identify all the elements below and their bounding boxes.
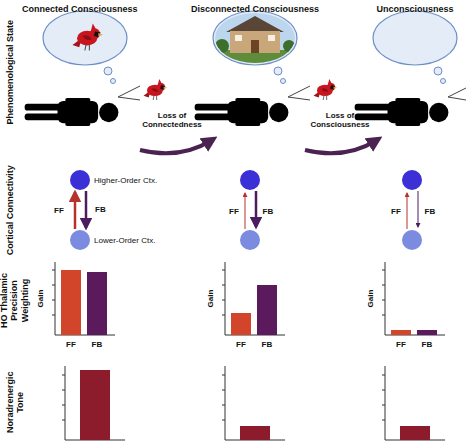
axis-tick-label: FB — [262, 340, 273, 349]
connectivity-arrow — [245, 191, 418, 229]
gain-chart — [222, 262, 285, 335]
row-label: Cortical Connectivity — [5, 165, 15, 255]
connectivity-arrow — [85, 191, 88, 228]
gain-chart — [382, 262, 445, 335]
cortex-circle — [402, 230, 422, 250]
thought-bubble — [251, 40, 259, 53]
tone-chart — [62, 366, 125, 440]
thought-bubble — [226, 16, 284, 32]
tone-chart — [382, 366, 445, 440]
thought-bubble — [373, 11, 457, 84]
cortex-circle — [402, 170, 422, 190]
cortex-label: Lower-Order Ctx. — [94, 236, 155, 245]
gaze-wedge — [118, 86, 466, 100]
axis-tick-label: FB — [92, 340, 103, 349]
person-silhouette — [25, 98, 119, 126]
cortex-circle — [240, 170, 422, 250]
gain-chart — [52, 262, 115, 335]
gain-chart — [382, 262, 445, 335]
arrow-label: FF — [229, 207, 239, 216]
column-title: Unconsciousness — [377, 4, 454, 14]
gaze-wedge — [118, 86, 140, 100]
gain-chart — [391, 330, 411, 335]
cortex-circle — [240, 170, 260, 190]
arrow-label: FB — [425, 207, 436, 216]
axis-tick-label: FB — [422, 340, 433, 349]
thought-bubble — [213, 12, 297, 66]
axis-tick-label: FF — [236, 340, 246, 349]
cardinal-bird — [144, 79, 338, 100]
row-label: HO Thalamic Precision Weighting — [0, 260, 31, 340]
thought-bubble — [281, 79, 286, 84]
thought-bubble — [213, 11, 297, 84]
arrow-label: FB — [263, 207, 274, 216]
axis-label: Gain — [36, 289, 45, 307]
transition-arrow — [305, 140, 377, 153]
connectivity-arrow — [418, 191, 419, 227]
row-label: Noradrenergic Tone — [5, 369, 26, 435]
thought-bubble — [373, 11, 457, 65]
person-silhouette — [25, 98, 449, 126]
gain-chart — [61, 270, 81, 335]
arrow-label: FF — [391, 207, 401, 216]
thought-bubble — [274, 67, 282, 75]
axis-tick-label: FF — [66, 340, 76, 349]
tone-chart — [62, 366, 125, 440]
higher-cortex-circle: Higher-Order Ctx. — [70, 170, 90, 190]
axis-tick-label: FF — [396, 340, 406, 349]
thought-bubble — [104, 67, 112, 75]
transition-label: Loss of Consciousness — [308, 111, 372, 129]
column-title: Disconnected Consciousness — [191, 4, 319, 14]
thought-bubble — [43, 11, 127, 65]
tone-chart — [222, 366, 285, 440]
tone-chart — [222, 366, 285, 440]
connectivity-arrow — [255, 191, 258, 227]
transition-label: Loss of Connectedness — [140, 111, 204, 129]
tone-chart — [80, 370, 110, 440]
thought-bubble — [73, 24, 103, 51]
thought-bubble — [268, 35, 275, 41]
thought-bubble — [441, 79, 446, 84]
connectivity-arrow — [245, 193, 246, 229]
tone-chart — [400, 426, 430, 440]
thought-bubble — [230, 31, 280, 53]
connectivity-arrow — [74, 192, 77, 229]
gaze-wedge — [288, 86, 310, 100]
thought-bubble — [213, 11, 297, 65]
axis-label: Gain — [206, 289, 215, 307]
gain-chart — [222, 262, 285, 335]
thought-bubble — [43, 11, 127, 84]
connectivity-arrow — [407, 193, 408, 229]
gain-chart — [87, 272, 107, 335]
thought-bubble — [215, 39, 229, 53]
axis-label: Gain — [366, 289, 375, 307]
tone-chart — [382, 366, 445, 440]
thought-bubble — [283, 40, 295, 52]
gaze-wedge — [448, 88, 466, 100]
arrow-label: FF — [54, 206, 64, 215]
tone-chart — [240, 426, 270, 440]
gain-chart — [231, 313, 251, 335]
cortex-circle — [240, 230, 260, 250]
transition-arrow — [140, 140, 212, 153]
transition-arrow — [140, 140, 377, 153]
gain-chart — [417, 330, 437, 335]
row-label: Phenomenological State — [5, 20, 15, 125]
thought-bubble — [111, 79, 116, 84]
cortex-label: Higher-Order Ctx. — [94, 176, 157, 185]
gain-chart — [52, 262, 115, 335]
arrow-label: FB — [95, 205, 106, 214]
gain-chart — [257, 285, 277, 335]
column-title: Connected Consciousness — [22, 4, 138, 14]
lower-cortex-circle: Lower-Order Ctx. — [70, 230, 90, 250]
person-silhouette — [195, 98, 289, 126]
thought-bubble — [235, 35, 242, 41]
cardinal-bird — [314, 79, 338, 100]
thought-bubble — [434, 67, 442, 75]
cardinal-bird — [144, 79, 168, 100]
